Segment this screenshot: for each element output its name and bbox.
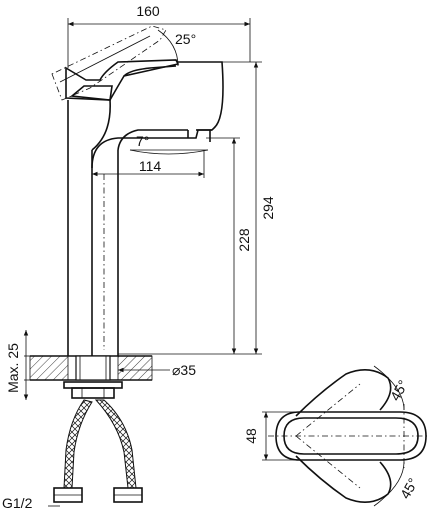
handle-lever: 25° [51, 25, 196, 101]
top-view: 45° 45° 48 [243, 365, 430, 507]
dim-label-rotate-bottom: 45° [397, 475, 421, 501]
faucet-body [67, 61, 224, 356]
dim-label-max-25: Max. 25 [5, 343, 21, 393]
mounting-nut [63, 381, 123, 399]
flexible-hoses: G1/2 [2, 399, 143, 511]
dim-label-rotate-top: 45° [387, 377, 411, 403]
dim-label-48: 48 [243, 428, 259, 444]
dimension-width-top: 160 [67, 3, 251, 68]
dim-label-114: 114 [139, 158, 162, 174]
deck-section: Max. 25 ⌀35 [5, 330, 196, 400]
dim-label-handle-angle: 25° [175, 31, 196, 47]
dim-label-228: 228 [236, 228, 252, 252]
dim-label-160: 160 [136, 3, 160, 19]
dim-label-thread: G1/2 [2, 495, 33, 511]
dimension-heights: 294 228 [118, 61, 276, 355]
dim-label-spout-angle: 7° [136, 133, 149, 149]
dim-label-diameter: ⌀35 [172, 362, 196, 378]
dimension-spout-reach: 114 [92, 150, 205, 178]
dimension-spout-angle: 7° [129, 133, 209, 155]
dim-label-294: 294 [260, 196, 276, 220]
